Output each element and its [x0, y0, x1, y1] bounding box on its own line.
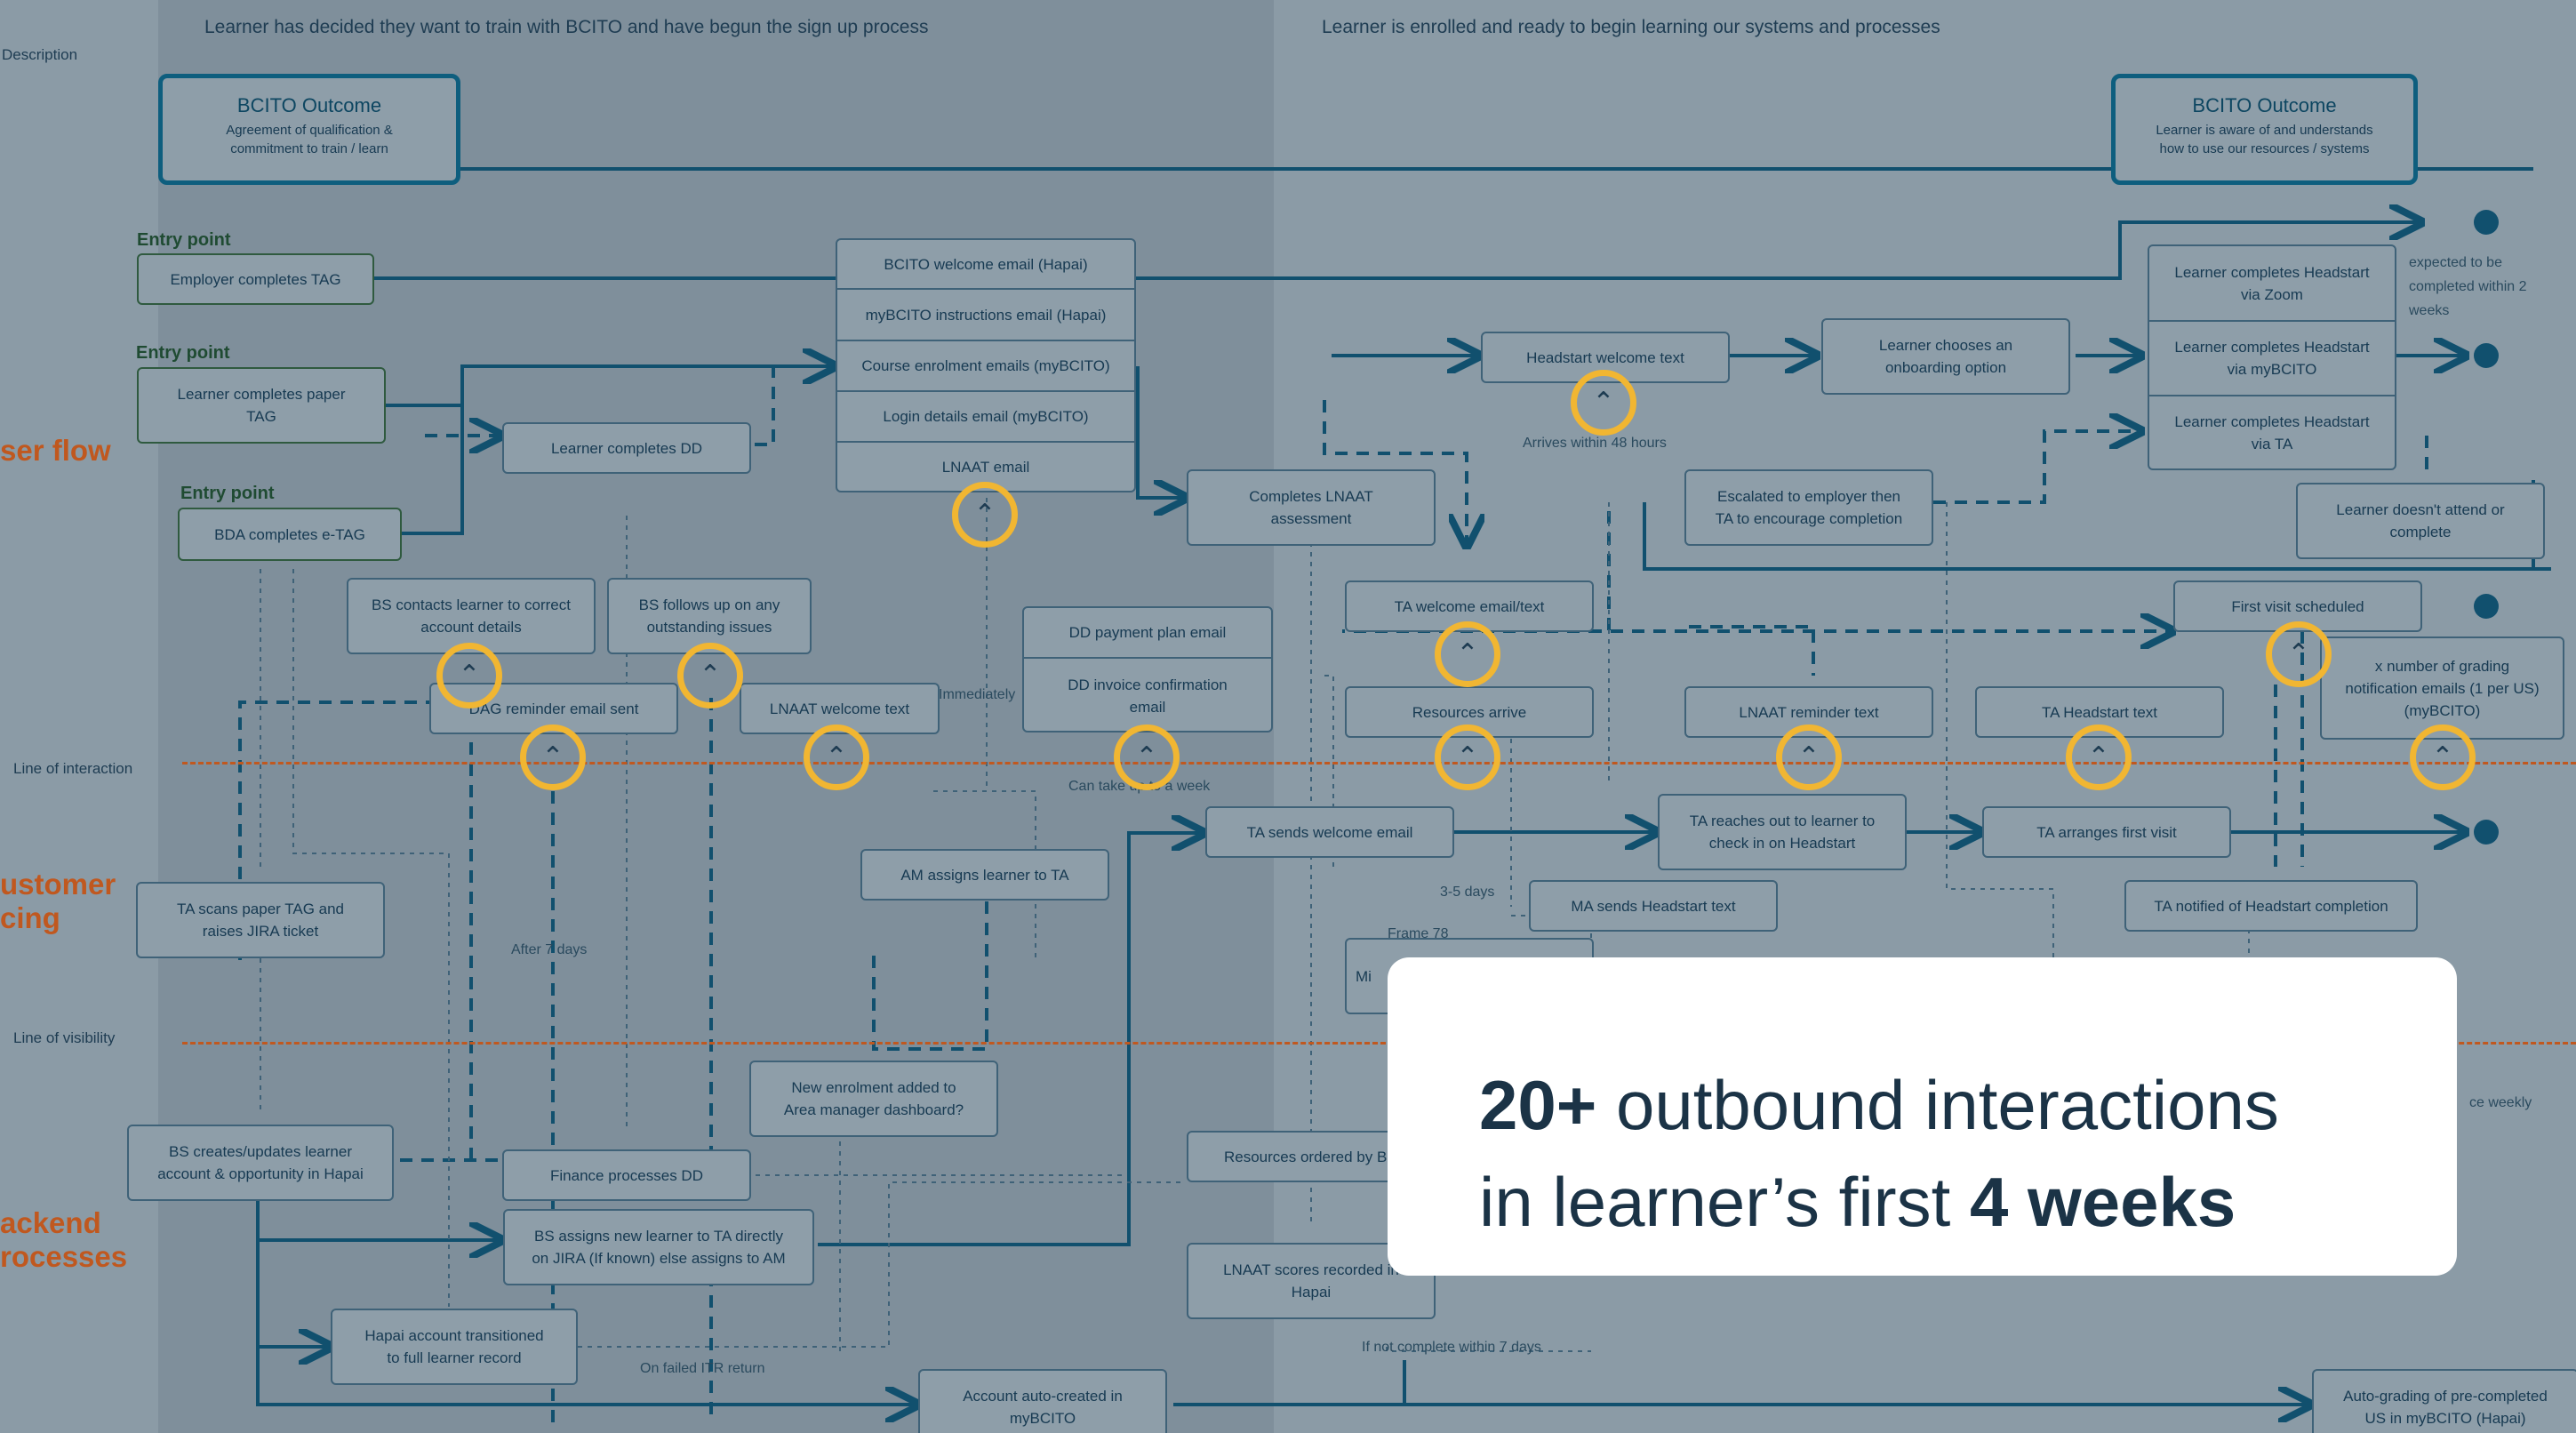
node-auto-grading[interactable]: Auto-grading of pre-completed US in myBC…: [2312, 1369, 2576, 1433]
headstart-option[interactable]: Learner completes Headstart via myBCITO: [2149, 322, 2395, 396]
node-am-assigns-learner[interactable]: AM assigns learner to TA: [860, 849, 1109, 901]
note-weekly: ce weekly: [2469, 1095, 2532, 1110]
dd-email-stack: DD payment plan email DD invoice confirm…: [1022, 606, 1273, 733]
email-stack: BCITO welcome email (Hapai) myBCITO inst…: [836, 238, 1136, 492]
outcome-card-left: BCITO Outcome Agreement of qualification…: [158, 74, 460, 185]
chevron-up-icon: ⌃: [1114, 725, 1180, 790]
email-stack-item[interactable]: Course enrolment emails (myBCITO): [837, 341, 1134, 392]
note-expected-completion: expected to be completed within 2 weeks: [2409, 255, 2527, 318]
line-of-interaction-label: Line of interaction: [13, 760, 133, 777]
note-after-7-days: After 7 days: [511, 942, 588, 957]
node-learner-completes-paper-tag[interactable]: Learner completes paper TAG: [137, 367, 386, 444]
lane-label-backend: ackend rocesses: [0, 1206, 128, 1273]
node-bs-contacts-learner[interactable]: BS contacts learner to correct account d…: [347, 578, 596, 654]
highlight-count: 20+: [1479, 1066, 1597, 1144]
chevron-up-icon: ⌃: [520, 725, 586, 790]
note-frame-78: Frame 78: [1388, 926, 1449, 941]
node-ma-sends-headstart-text[interactable]: MA sends Headstart text: [1529, 880, 1778, 932]
chevron-up-icon: ⌃: [2266, 621, 2332, 687]
dd-payment-plan-email[interactable]: DD payment plan email: [1024, 608, 1271, 659]
chevron-up-icon: ⌃: [804, 725, 869, 790]
chevron-up-icon: ⌃: [1435, 725, 1500, 790]
email-stack-item[interactable]: BCITO welcome email (Hapai): [837, 240, 1134, 290]
node-finance-processes-dd[interactable]: Finance processes DD: [502, 1149, 751, 1201]
node-ta-notified-headstart[interactable]: TA notified of Headstart completion: [2124, 880, 2418, 932]
note-not-complete-7-days: If not complete within 7 days: [1362, 1340, 1541, 1355]
highlight-text: outbound interactions: [1596, 1066, 2279, 1144]
node-grading-notification-emails[interactable]: x number of grading notification emails …: [2320, 636, 2564, 740]
node-new-enrolment-dashboard[interactable]: New enrolment added to Area manager dash…: [749, 1061, 998, 1137]
chevron-up-icon: ⌃: [1776, 725, 1842, 790]
node-ta-scans-paper-tag[interactable]: TA scans paper TAG and raises JIRA ticke…: [136, 882, 385, 958]
note-failed-itr: On failed ITR return: [640, 1361, 765, 1376]
headstart-option[interactable]: Learner completes Headstart via Zoom: [2149, 246, 2395, 322]
headstart-stack: Learner completes Headstart via Zoom Lea…: [2148, 244, 2396, 470]
node-ta-headstart-text[interactable]: TA Headstart text: [1975, 686, 2224, 738]
outcome-title: BCITO Outcome: [2192, 94, 2337, 116]
note-arrives-48h: Arrives within 48 hours: [1523, 436, 1667, 451]
node-onboarding-option[interactable]: Learner chooses an onboarding option: [1821, 318, 2070, 395]
node-bs-creates-account[interactable]: BS creates/updates learner account & opp…: [127, 1125, 394, 1201]
phase-description-left: Learner has decided they want to train w…: [204, 17, 929, 37]
chevron-up-icon: ⌃: [677, 643, 743, 708]
chevron-up-icon: ⌃: [1435, 621, 1500, 687]
phase-description-right: Learner is enrolled and ready to begin l…: [1322, 17, 1940, 37]
node-hapai-account-transitioned[interactable]: Hapai account transitioned to full learn…: [331, 1309, 578, 1385]
note-immediately: Immediately: [939, 687, 1016, 702]
highlight-card: 20+ outbound interactions in learner’s f…: [1388, 957, 2457, 1276]
chevron-up-icon: ⌃: [952, 482, 1018, 548]
highlight-line-1: 20+ outbound interactions: [1479, 1065, 2279, 1145]
chevron-up-icon: ⌃: [2410, 725, 2476, 790]
node-bs-assigns-ta[interactable]: BS assigns new learner to TA directly on…: [503, 1209, 814, 1285]
outcome-text: Agreement of qualification & commitment …: [226, 123, 393, 156]
node-employer-completes-tag[interactable]: Employer completes TAG: [137, 253, 374, 305]
chevron-up-icon: ⌃: [2066, 725, 2132, 790]
entry-point-label: Entry point: [136, 343, 230, 363]
lane-label-customer-facing: ustomer cing: [0, 868, 116, 934]
line-of-visibility: [182, 1042, 2576, 1045]
entry-point-label: Entry point: [180, 484, 275, 503]
dd-invoice-confirmation-email[interactable]: DD invoice confirmation email: [1068, 676, 1228, 716]
node-account-auto-created[interactable]: Account auto-created in myBCITO: [918, 1369, 1167, 1433]
highlight-period: 4 weeks: [1969, 1163, 2236, 1241]
lane-label-user-flow: ser flow: [0, 434, 111, 467]
email-stack-item[interactable]: LNAAT email: [941, 458, 1030, 476]
line-of-interaction: [182, 762, 2576, 765]
node-ta-arranges-first-visit[interactable]: TA arranges first visit: [1982, 806, 2231, 858]
description-row-label: Description: [2, 46, 78, 63]
email-stack-item[interactable]: myBCITO instructions email (Hapai): [837, 290, 1134, 341]
highlight-text: in learner’s first: [1479, 1163, 1970, 1241]
node-learner-doesnt-attend[interactable]: Learner doesn't attend or complete: [2296, 483, 2545, 559]
node-escalated-to-employer[interactable]: Escalated to employer then TA to encoura…: [1684, 469, 1933, 546]
email-stack-item[interactable]: Login details email (myBCITO): [837, 392, 1134, 443]
node-learner-completes-dd[interactable]: Learner completes DD: [502, 422, 751, 474]
headstart-option[interactable]: Learner completes Headstart via TA: [2174, 412, 2370, 452]
line-of-visibility-label: Line of visibility: [13, 1029, 116, 1046]
outcome-card-right: BCITO Outcome Learner is aware of and un…: [2111, 74, 2418, 185]
entry-point-label: Entry point: [137, 230, 231, 250]
chevron-up-icon: ⌃: [1571, 370, 1636, 436]
node-ta-sends-welcome-email[interactable]: TA sends welcome email: [1205, 806, 1454, 858]
outcome-title: BCITO Outcome: [236, 94, 382, 116]
outcome-text: Learner is aware of and understands how …: [2156, 123, 2373, 156]
node-bda-completes-etag[interactable]: BDA completes e-TAG: [178, 508, 402, 561]
highlight-line-2: in learner’s first 4 weeks: [1479, 1162, 2236, 1242]
node-ta-reaches-out[interactable]: TA reaches out to learner to check in on…: [1658, 794, 1907, 870]
chevron-up-icon: ⌃: [436, 643, 502, 708]
note-3-5-days: 3-5 days: [1440, 885, 1495, 900]
node-completes-lnaat[interactable]: Completes LNAAT assessment: [1187, 469, 1436, 546]
